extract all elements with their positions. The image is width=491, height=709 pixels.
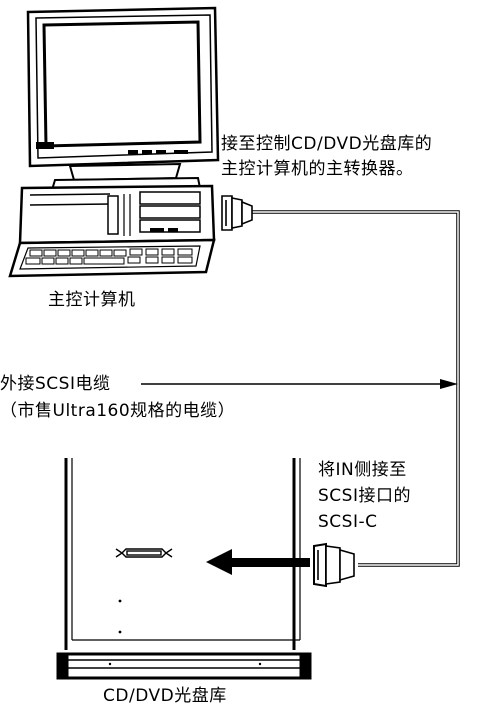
scsi-cable	[250, 210, 460, 567]
host-computer-caption: 主控计算机	[48, 290, 136, 310]
host-computer-illustration	[8, 6, 220, 278]
in-side-note-line3: SCSI-C	[318, 512, 378, 532]
library-side-connector	[313, 542, 355, 588]
converter-note-line1: 接至控制CD/DVD光盘库的	[221, 134, 433, 154]
connect-arrow	[206, 549, 310, 575]
in-side-note-line1: 将IN侧接至	[318, 460, 407, 480]
converter-note-line2: 主控计算机的主转换器。	[221, 159, 414, 179]
cable-label-arrow	[141, 379, 458, 389]
system-unit	[18, 184, 216, 245]
keyboard	[8, 238, 216, 278]
monitor	[26, 6, 220, 192]
scsi-c-port	[115, 548, 173, 558]
library-illustration	[56, 458, 312, 680]
host-side-connector	[221, 195, 253, 231]
library-caption: CD/DVD光盘库	[103, 686, 227, 706]
external-cable-label-line1: 外接SCSI电缆	[0, 374, 111, 394]
external-cable-label-line2: （市售Ultra160规格的电缆）	[0, 401, 236, 421]
in-side-note-line2: SCSI接口的	[318, 486, 411, 506]
